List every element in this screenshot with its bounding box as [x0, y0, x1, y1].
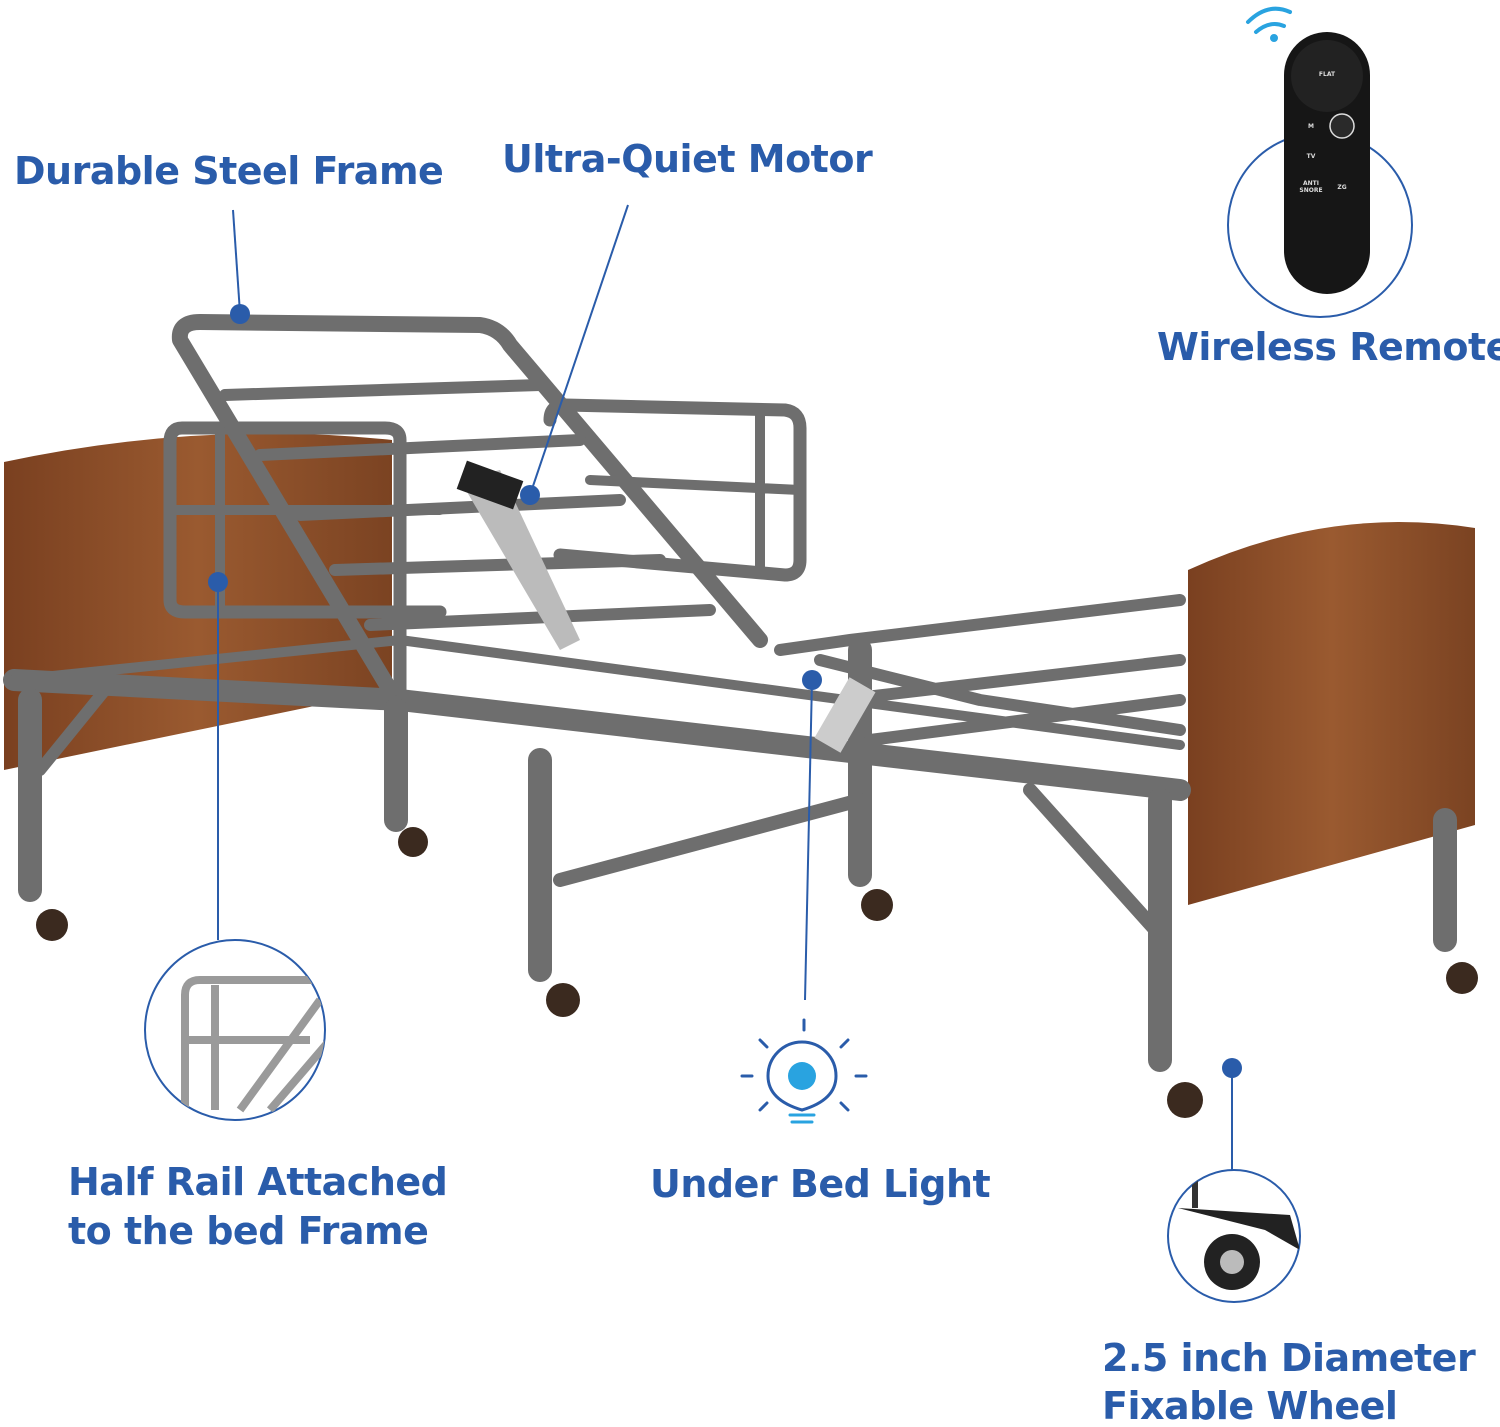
- callout-wheel-line1: 2.5 inch Diameter: [1102, 1336, 1476, 1380]
- footboard: [1188, 521, 1475, 905]
- remote-anti-snore-label: SNORE: [1299, 187, 1322, 194]
- light-bulb-icon: [740, 1018, 868, 1124]
- callout-durable-steel-frame: Durable Steel Frame: [14, 149, 444, 193]
- remote-anti-snore-button: ANTI: [1303, 180, 1319, 187]
- callout-wireless-remote: Wireless Remote: [1157, 325, 1500, 369]
- callout-ultra-quiet-motor: Ultra-Quiet Motor: [502, 137, 873, 181]
- remote-tv-button: TV: [1307, 153, 1316, 160]
- callout-under-bed-light: Under Bed Light: [650, 1162, 991, 1206]
- remote-flat-button: FLAT: [1319, 71, 1336, 78]
- callout-wheel-line2: Fixable Wheel: [1102, 1384, 1398, 1427]
- wifi-icon: [1246, 6, 1292, 42]
- remote-light-button: [1329, 113, 1355, 139]
- callout-half-rail-line1: Half Rail Attached: [68, 1160, 448, 1204]
- remote-memory-button: M: [1308, 123, 1314, 130]
- remote-zg-button: ZG: [1337, 184, 1346, 191]
- caster: [36, 909, 68, 941]
- callout-half-rail-line2: to the bed Frame: [68, 1209, 429, 1253]
